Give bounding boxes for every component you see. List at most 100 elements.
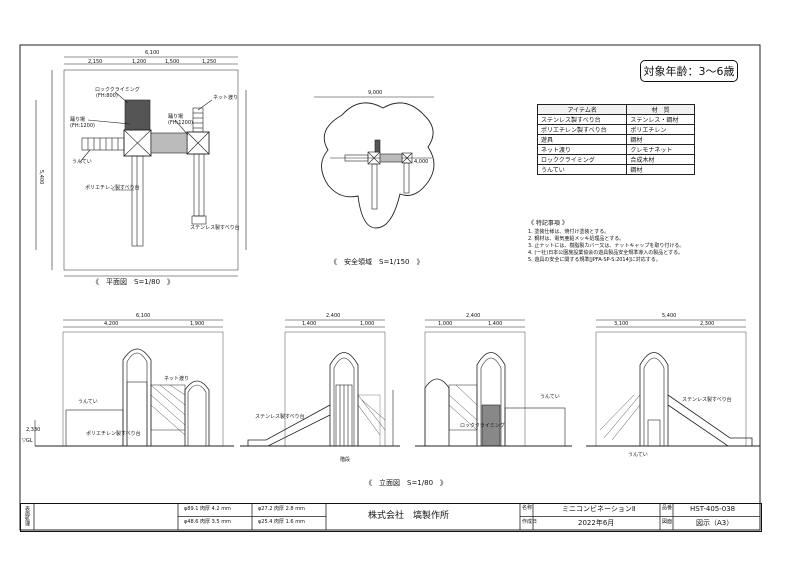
pipe-dia: φ48.6	[184, 519, 199, 525]
elev1-dim-b: 1,900	[190, 321, 205, 327]
plan-dim-1: 2,150	[88, 59, 103, 65]
pipe-thk: 1.6	[285, 519, 294, 525]
elevation-4	[586, 319, 760, 447]
elevation-1	[34, 319, 234, 447]
surface-treatment-label: 表面処理	[24, 506, 30, 526]
item-material: ステンレス・鋼材	[626, 114, 695, 125]
elev4-label-monkey: うんてい	[628, 452, 648, 458]
safety-area-view	[314, 96, 435, 229]
plan-code-rock: (FH:800)	[96, 93, 118, 99]
table-row: うんてい鋼材	[536, 164, 695, 175]
pipe-unit: mm	[221, 519, 231, 525]
target-age-badge: 対象年齢：3～6歳	[640, 60, 738, 82]
pipe-spec-1: φ89.1 肉厚 4.2 mm	[184, 507, 231, 512]
pipe-spec-3: φ27.2 肉厚 2.8 mm	[258, 507, 305, 512]
plan-caption: 《 平面図 S=1/80 》	[92, 278, 175, 286]
safety-caption: 《 安全領域 S=1/150 》	[330, 258, 424, 266]
safety-depth: 4,000	[414, 159, 429, 165]
table-row: ロッククライミング合成木材	[536, 154, 695, 165]
pipe-spec-4: φ25.4 肉厚 1.6 mm	[258, 520, 305, 525]
pipe-thk: 3.5	[211, 519, 220, 525]
note-item: 3. 止ナットには、樹脂製カバー又は、ナットキャップを取り付ける。	[528, 243, 685, 249]
product-name: ミニコンビネーションⅡ	[562, 505, 636, 513]
table-header-row: アイテム名 材 質	[536, 104, 695, 115]
item-name: ポリエチレン製すべり台	[536, 124, 628, 135]
item-name: ステンレス製すべり台	[536, 114, 628, 125]
materials-table: アイテム名 材 質 ステンレス製すべり台ステンレス・鋼材 ポリエチレン製すべり台…	[536, 104, 695, 175]
elev2-dim-a: 1,400	[302, 321, 317, 327]
pipe-thk-label: 肉厚	[274, 506, 285, 512]
special-notes: 《 特記事項 》 1. 塗装仕様は、焼付け塗装とする。 2. 鋼材は、電気亜鉛メ…	[528, 220, 684, 264]
elev4-dim-a: 3,100	[614, 321, 629, 327]
plan-code-deck1: (FH:1200)	[70, 123, 95, 129]
elev4-width: 5,400	[662, 313, 677, 319]
pipe-unit: mm	[295, 519, 305, 525]
title-block-lines	[33, 503, 760, 530]
pipe-thk-label: 肉厚	[274, 519, 285, 525]
item-material: クレモナネット	[626, 144, 695, 155]
item-material: ポリエチレン	[626, 124, 695, 135]
elev3-dim-b: 1,400	[488, 321, 503, 327]
item-material: 鋼材	[626, 134, 695, 145]
name-label: 名称	[522, 505, 533, 511]
ground-level: ▽GL	[22, 438, 33, 444]
elev2-label-stairs: 階段	[340, 457, 351, 463]
pipe-thk-label: 肉厚	[200, 506, 211, 512]
plan-dim-3: 1,500	[165, 59, 180, 65]
pipe-unit: mm	[221, 506, 231, 512]
item-name: 遊具	[536, 134, 628, 145]
drawing-size: 図示（A3）	[696, 519, 734, 527]
creation-date: 2022年6月	[578, 519, 615, 527]
plan-label-deck2: 踊り場	[168, 114, 184, 120]
note-item: 4. (一社)日本公園施設業協会の遊具製品安全規準導入の製品とする。	[528, 250, 684, 256]
item-name: ロッククライミング	[536, 154, 628, 165]
plan-label-poly: ポリエチレン製すべり台	[85, 185, 140, 191]
plan-label-deck1: 踊り場	[70, 117, 86, 123]
pipe-thk: 2.8	[285, 506, 294, 512]
elev1-width: 6,100	[136, 313, 151, 319]
elev1-label-monkey: うんてい	[78, 399, 98, 405]
elev4-label-stainless: ステンレス製すべり台	[682, 397, 732, 403]
table-row: ポリエチレン製すべり台ポリエチレン	[536, 124, 695, 135]
table-row: ネット渡りクレモナネット	[536, 144, 695, 155]
column-header-item: アイテム名	[536, 104, 628, 115]
code-label: 品番	[662, 505, 673, 511]
title-block	[20, 503, 762, 532]
item-name: うんてい	[536, 164, 628, 175]
elev2-width: 2,400	[326, 313, 341, 319]
elev2-label-stainless: ステンレス製すべり台	[255, 414, 305, 420]
elev1-dim-a: 4,200	[104, 321, 119, 327]
plan-label-rock: ロッククライミング	[95, 87, 140, 93]
note-item: 2. 鋼材は、電気亜鉛メッキ処理品とする。	[528, 236, 625, 242]
plan-dim-4: 1,250	[202, 59, 217, 65]
plan-label-net: ネット渡り	[213, 95, 239, 101]
elev3-label-monkey: うんてい	[540, 394, 560, 400]
note-item: 1. 塗装仕様は、焼付け塗装とする。	[528, 229, 610, 235]
pipe-unit: mm	[295, 506, 305, 512]
column-header-material: 材 質	[626, 104, 695, 115]
item-name: ネット渡り	[536, 144, 628, 155]
pipe-dia: φ89.1	[184, 506, 199, 512]
elev1-height: 2,330	[26, 427, 41, 433]
company-name: 株式会社 塙製作所	[368, 511, 450, 521]
plan-total-height: 5,400	[38, 170, 44, 185]
product-code: HST-405-038	[690, 505, 736, 513]
elev3-label-rock: ロッククライミング	[460, 423, 505, 429]
plan-label-monkey: うんてい	[72, 159, 92, 165]
table-row: 遊具鋼材	[536, 134, 695, 145]
pipe-thk: 4.2	[211, 506, 220, 512]
date-label: 作成日	[522, 519, 538, 525]
elev3-dim-a: 1,000	[438, 321, 453, 327]
pipe-thk-label: 肉厚	[200, 519, 211, 525]
table-row: ステンレス製すべり台ステンレス・鋼材	[536, 114, 695, 125]
item-material: 合成木材	[626, 154, 695, 165]
elev4-dim-b: 2,300	[700, 321, 715, 327]
size-label: 図面	[662, 519, 673, 525]
plan-total-width: 6,100	[145, 50, 160, 56]
elev1-label-poly: ポリエチレン製すべり台	[86, 431, 141, 437]
notes-heading: 《 特記事項 》	[528, 220, 568, 227]
plan-code-deck2: (FH:1200)	[168, 120, 193, 126]
elev3-width: 2,400	[466, 313, 481, 319]
plan-dim-2: 1,200	[132, 59, 147, 65]
